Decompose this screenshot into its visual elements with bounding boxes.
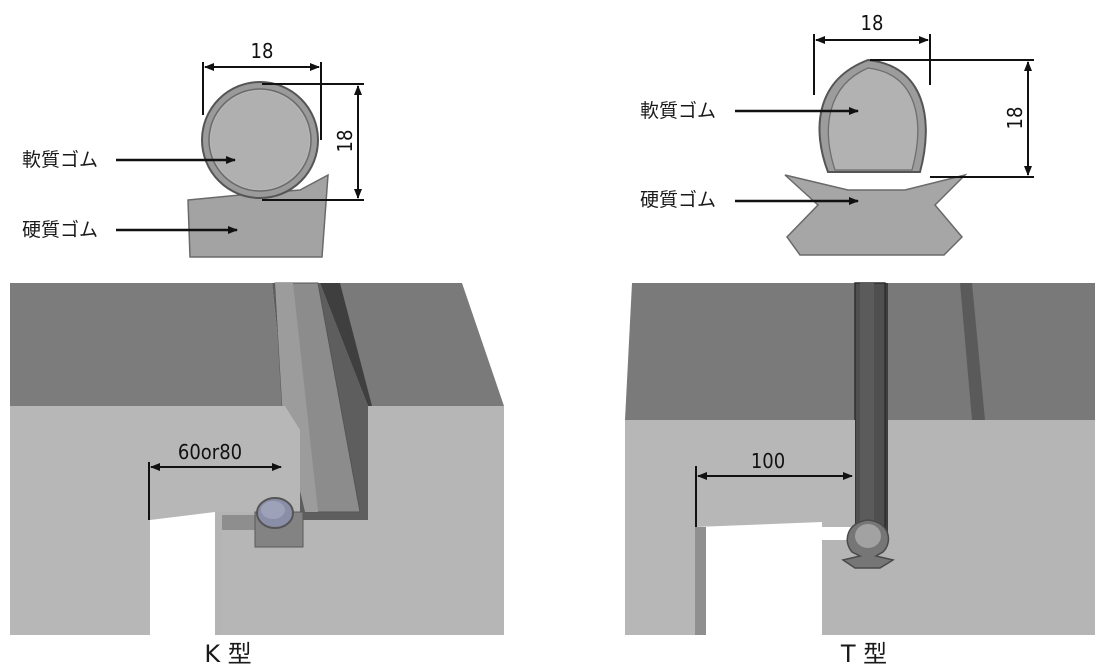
k-hard-rubber-label: 硬質ゴム bbox=[22, 219, 98, 241]
k-offset-dimension: 60or80 bbox=[178, 440, 242, 464]
t-soft-rubber-label: 軟質ゴム bbox=[640, 100, 716, 122]
k-type-3d-view: 60or80 bbox=[10, 282, 504, 635]
k-height-dimension: 18 bbox=[333, 130, 357, 153]
t-type-caption: T 型 bbox=[840, 640, 887, 668]
k-soft-rubber-label: 軟質ゴム bbox=[22, 149, 98, 171]
t-width-dimension: 18 bbox=[861, 11, 884, 35]
k-type-cross-section: 18 18 軟質ゴム 硬質ゴム bbox=[22, 39, 364, 258]
t-offset-dimension: 100 bbox=[751, 449, 785, 473]
t-height-dimension: 18 bbox=[1003, 107, 1027, 130]
t-hard-rubber-label: 硬質ゴム bbox=[640, 189, 716, 211]
t-type-3d-view: 100 bbox=[625, 282, 1095, 635]
k-width-dimension: 18 bbox=[251, 39, 274, 63]
t-hard-rubber-shape bbox=[784, 173, 968, 256]
k-type-caption: K 型 bbox=[204, 640, 251, 668]
t-type-cross-section: 18 18 軟質ゴム 硬質ゴム bbox=[640, 11, 1034, 256]
